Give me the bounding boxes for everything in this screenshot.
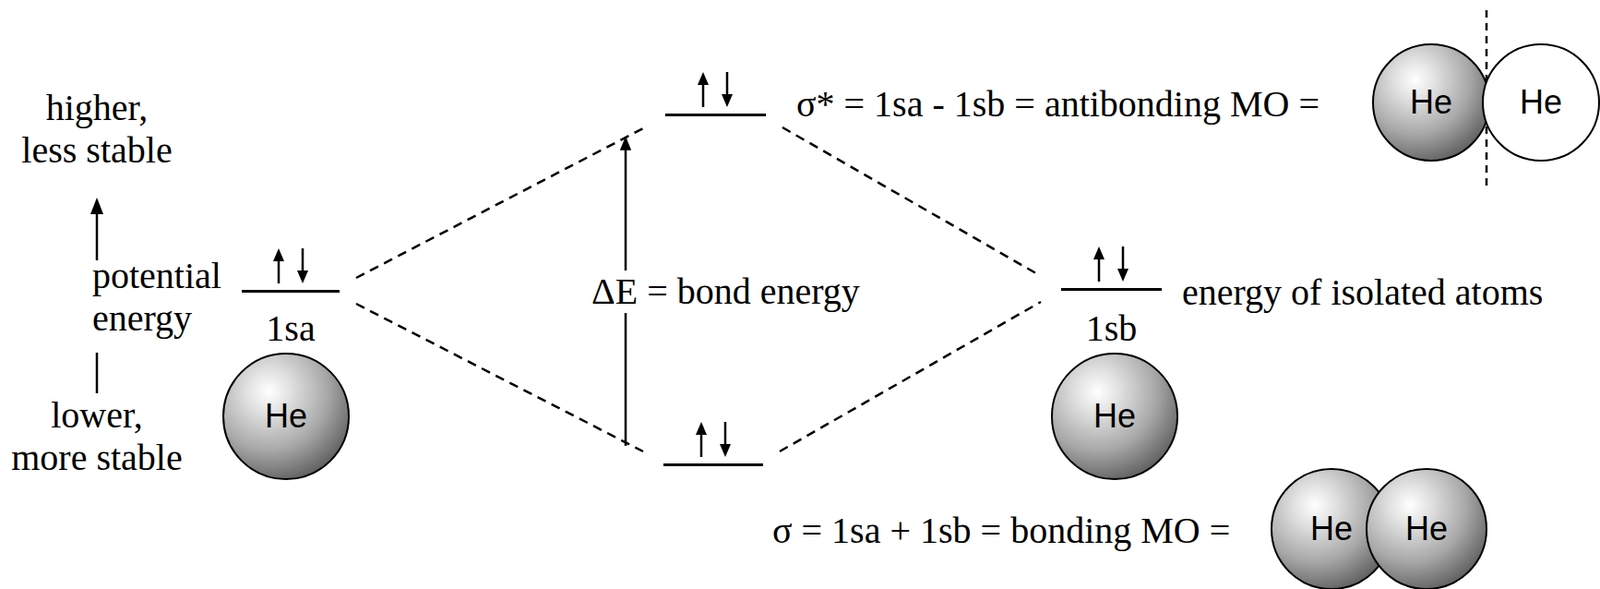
axis-label: lower, more stable [11,394,183,479]
electron-pair [697,71,733,108]
correlation-line [356,303,644,452]
atom-symbol: He [1405,509,1448,549]
energy-axis [90,197,104,394]
axis-label: potential energy [92,254,102,340]
axis-arrowhead [90,197,104,215]
axis-arrow [95,208,99,261]
correlation-line [782,127,1041,276]
atom-sphere: He [1050,352,1179,480]
orbital-equation: σ = 1sa + 1sb = bonding MO = [772,509,1230,552]
electron-arrows [273,71,1129,457]
atom-symbol: He [1093,396,1136,436]
energy-level: 1sa [241,289,340,293]
energy-level: σ = 1sa + 1sb = bonding MO = [663,463,764,466]
energy-level: σ* = 1sa - 1sb = antibonding MO = [665,113,766,117]
atom-sphere: He [1372,43,1491,162]
atom-symbol: He [1409,83,1453,122]
axis-line [95,352,99,394]
atom-sphere: He [1365,467,1488,589]
orbital-equation: energy of isolated atoms [1182,271,1543,314]
electron-pair [695,421,731,457]
edge-label: ΔE = bond energy [587,270,864,313]
axis-label: higher, less stable [21,86,173,172]
atom-sphere: He [1481,43,1600,162]
orbital-label: 1sb [1086,307,1138,350]
connectors [356,127,1041,452]
atom-symbol: He [1519,83,1563,122]
orbital-equation: σ* = 1sa - 1sb = antibonding MO = [796,83,1320,126]
atom-sphere: He [222,352,350,480]
orbital-label: 1sa [265,307,315,350]
electron-pair [1093,246,1129,282]
atom-symbol: He [1310,509,1353,549]
correlation-line [779,301,1041,452]
atom-symbol: He [264,396,308,436]
correlation-line [356,127,645,278]
energy-level: 1sbenergy of isolated atoms [1061,287,1162,291]
electron-pair [273,248,309,284]
